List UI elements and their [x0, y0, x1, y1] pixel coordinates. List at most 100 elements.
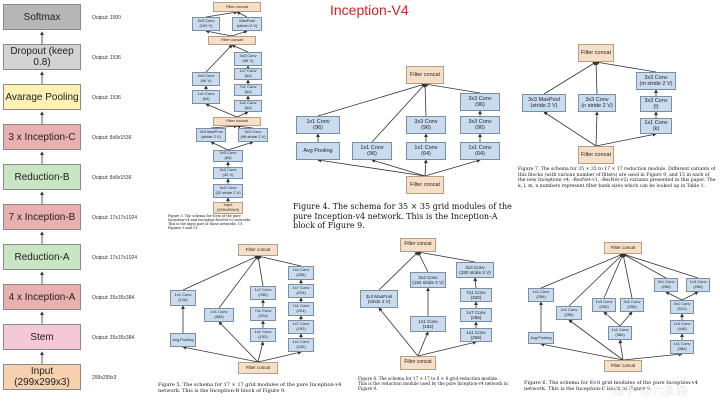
layer-box: 1x3 Conv(256) — [686, 278, 710, 292]
layer-box: 1x1 Conv(64) — [460, 142, 500, 160]
connector — [257, 341, 265, 363]
layer-box: 3x1 Conv(256) — [654, 278, 678, 292]
layer-box: 1x1 Conv(64) — [192, 90, 220, 104]
figC-caption: Figure 6. The schema for 8×8 grid module… — [524, 380, 698, 392]
connector — [256, 255, 264, 287]
layer-box: 3x3 Conv(32 V) — [213, 167, 243, 179]
connector — [205, 103, 238, 118]
layer-box: 3x3 Conv(320 stride 2 V) — [456, 262, 494, 278]
connector — [227, 141, 254, 151]
layer-box: 1x1 Conv(384) — [670, 340, 694, 354]
layer-box: 1x1 Conv(64) — [234, 100, 262, 112]
figA-top-concat: Filter concat — [406, 66, 444, 84]
stack-output-label: Output: 8x8x1536 — [92, 175, 132, 181]
layer-box: Avg Pooling — [170, 333, 196, 347]
page-title: Inception-V4 — [330, 2, 409, 18]
layer-box: 1x1 Conv(128) — [170, 290, 196, 306]
stack-block: Avarage Pooling — [3, 84, 81, 110]
layer-box: 1x7 Conv(192) — [288, 320, 314, 334]
layer-box: 1x1 Conv(256) — [460, 328, 492, 342]
connector — [236, 124, 254, 129]
connector — [205, 29, 233, 37]
figRA-caption: Figure 7. The schema for 35 × 35 to 17 ×… — [518, 167, 716, 189]
layer-box: 3x3 Conv(192 stride 2 V) — [410, 272, 446, 288]
figC-bottom-concat: Filter concat — [604, 360, 642, 372]
connector — [622, 253, 699, 279]
connector — [543, 111, 597, 147]
stem-caption: Figure 3. The schema for stem of the pur… — [168, 214, 252, 231]
connector — [568, 253, 624, 307]
stack-block: Dropout (keep 0.8) — [3, 44, 81, 70]
layer-box: 1x3 Conv(256) — [592, 298, 616, 312]
layer-box: 1x1 Conv(384) — [204, 308, 234, 322]
layer-box: 1x1 Conv(k) — [640, 118, 672, 134]
connector — [417, 331, 429, 357]
connector — [619, 311, 633, 327]
connector — [231, 44, 249, 53]
stem-filter-concat: Filter concat — [213, 117, 261, 126]
stack-output-label: Output: 17x17x1024 — [92, 255, 138, 261]
layer-box: 3x3 Conv(96 stride 2 V) — [238, 128, 268, 142]
stack-block: Input (299x299x3) — [3, 364, 81, 390]
connector — [231, 30, 248, 37]
stack-block: 4 x Inception-A — [3, 284, 81, 310]
connector — [417, 340, 477, 357]
stack-block: Softmax — [3, 4, 81, 30]
connector — [543, 61, 597, 95]
layer-box: 3x3 Conv(96 V) — [192, 72, 220, 86]
connector — [218, 321, 259, 363]
connector — [182, 255, 259, 291]
stack-output-label: Output: 1000 — [92, 15, 121, 21]
figB-bottom-concat: Filter concat — [238, 362, 278, 374]
layer-box: 1x1 Conv(192) — [250, 328, 276, 342]
layer-box: 1x1 Conv(64) — [406, 142, 446, 160]
layer-box: 3x3 Conv(96 V) — [234, 52, 262, 66]
layer-box: 3x3 Conv(96) — [460, 116, 500, 134]
stack-output-label: Output: 1536 — [92, 95, 121, 101]
connector — [568, 319, 624, 361]
layer-box: 3x3 Conv(l) — [640, 96, 672, 112]
connector — [665, 291, 683, 301]
layer-box: 3x3 Conv(96) — [406, 116, 446, 134]
stem-filter-concat: Filter concat — [213, 2, 261, 12]
figB-caption: Figure 5. The schema for 17 × 17 grid mo… — [158, 382, 342, 394]
connector — [594, 111, 599, 147]
connector — [257, 254, 302, 267]
layer-box: 3x3 MaxPool(stride 2 V) — [196, 128, 226, 142]
connector — [205, 44, 233, 73]
connector — [681, 291, 699, 301]
connector — [236, 11, 248, 18]
layer-box: 1x7 Conv(256) — [250, 286, 276, 300]
stem-input: Input(299x299x3) — [213, 202, 243, 214]
stack-output-label: 299x299x3 — [92, 375, 117, 381]
connector — [473, 277, 478, 289]
connector — [595, 60, 657, 73]
connector — [621, 253, 633, 299]
stack-output-label: Output: 35x35x384 — [92, 295, 135, 301]
figRA-top-concat: Filter concat — [578, 44, 614, 62]
connector — [424, 158, 481, 177]
connector — [417, 250, 476, 263]
connector — [417, 251, 429, 273]
watermark: 知乎 @六条路 — [612, 384, 688, 398]
layer-box: 1x1 Conv(256) — [556, 306, 582, 320]
layer-box: 1x1 Conv(256) — [528, 288, 554, 302]
connector — [622, 253, 667, 279]
connector — [210, 141, 229, 151]
layer-box: 1x7 Conv(64) — [234, 68, 262, 80]
connector — [257, 350, 302, 363]
layer-box: 1x1 Conv(96) — [352, 142, 392, 160]
connector — [371, 159, 426, 177]
layer-box: 1x1 Conv(192) — [288, 338, 314, 352]
connector — [423, 83, 428, 117]
figRB-bottom-concat: Filter concat — [400, 356, 436, 370]
layer-box: 3x3 Conv(64) — [213, 150, 243, 162]
layer-box: 3x3 Conv(192 V) — [192, 17, 220, 31]
connector — [594, 61, 599, 95]
stack-output-label: Output: 35x35x384 — [92, 335, 135, 341]
layer-box: 3x3 MaxPool(stride 2 V) — [522, 94, 566, 112]
connector — [603, 311, 621, 327]
layer-box: 7x1 Conv(224) — [288, 302, 314, 316]
layer-box: 3x1 Conv(256) — [620, 298, 644, 312]
